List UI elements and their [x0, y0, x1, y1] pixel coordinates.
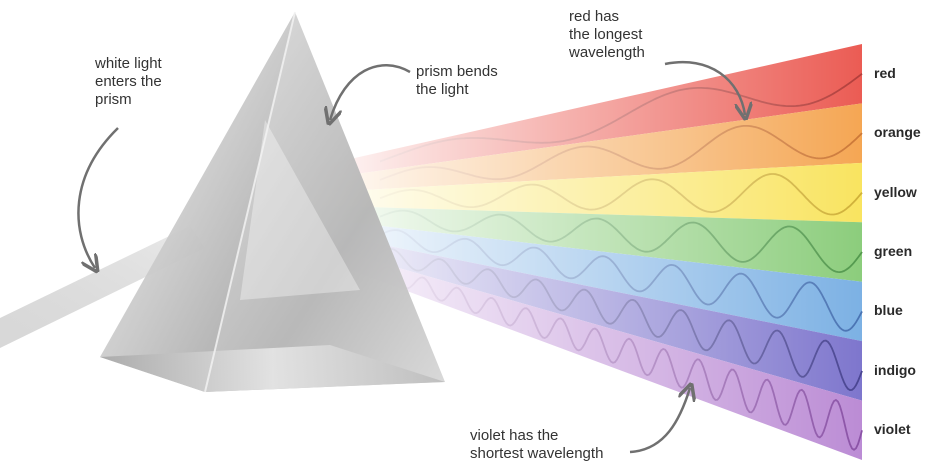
violet-shortest-annotation: violet has the shortest wavelength [470, 427, 604, 462]
label-yellow: yellow [874, 183, 917, 200]
wave-yellow [379, 173, 863, 216]
white-light-beam [0, 226, 205, 348]
wave-violet [379, 266, 863, 451]
prism-bends-arrow [330, 64, 411, 120]
label-red: red [874, 64, 896, 81]
prism-inner-highlight [240, 120, 360, 300]
label-blue: blue [874, 302, 903, 319]
prism-right-face [205, 12, 445, 392]
wave-indigo [379, 247, 863, 392]
label-violet: violet [874, 421, 911, 438]
band-blue [310, 217, 862, 342]
label-orange: orange [874, 124, 921, 141]
prism [100, 11, 445, 393]
spectrum [310, 44, 863, 460]
prism-bottom-face [100, 345, 445, 392]
red-longest-arrow [664, 61, 745, 115]
band-red [310, 44, 862, 181]
prism-left-face [100, 12, 295, 392]
red-longest-annotation: red has the longest wavelength [569, 8, 645, 61]
white-light-annotation: white light enters the prism [95, 55, 162, 108]
prism-bends-annotation: prism bends the light [416, 63, 498, 98]
band-indigo [310, 230, 862, 401]
violet-shortest-arrow [629, 388, 690, 454]
label-indigo: indigo [874, 361, 916, 378]
band-orange [310, 103, 862, 193]
prism-edge [204, 11, 296, 393]
white-light-arrow [77, 127, 119, 268]
wave-red [379, 72, 863, 163]
wave-orange [379, 125, 863, 181]
wave-blue [379, 229, 863, 332]
band-yellow [310, 162, 862, 223]
band-green [310, 205, 862, 282]
wave-green [379, 209, 863, 274]
label-green: green [874, 243, 913, 259]
